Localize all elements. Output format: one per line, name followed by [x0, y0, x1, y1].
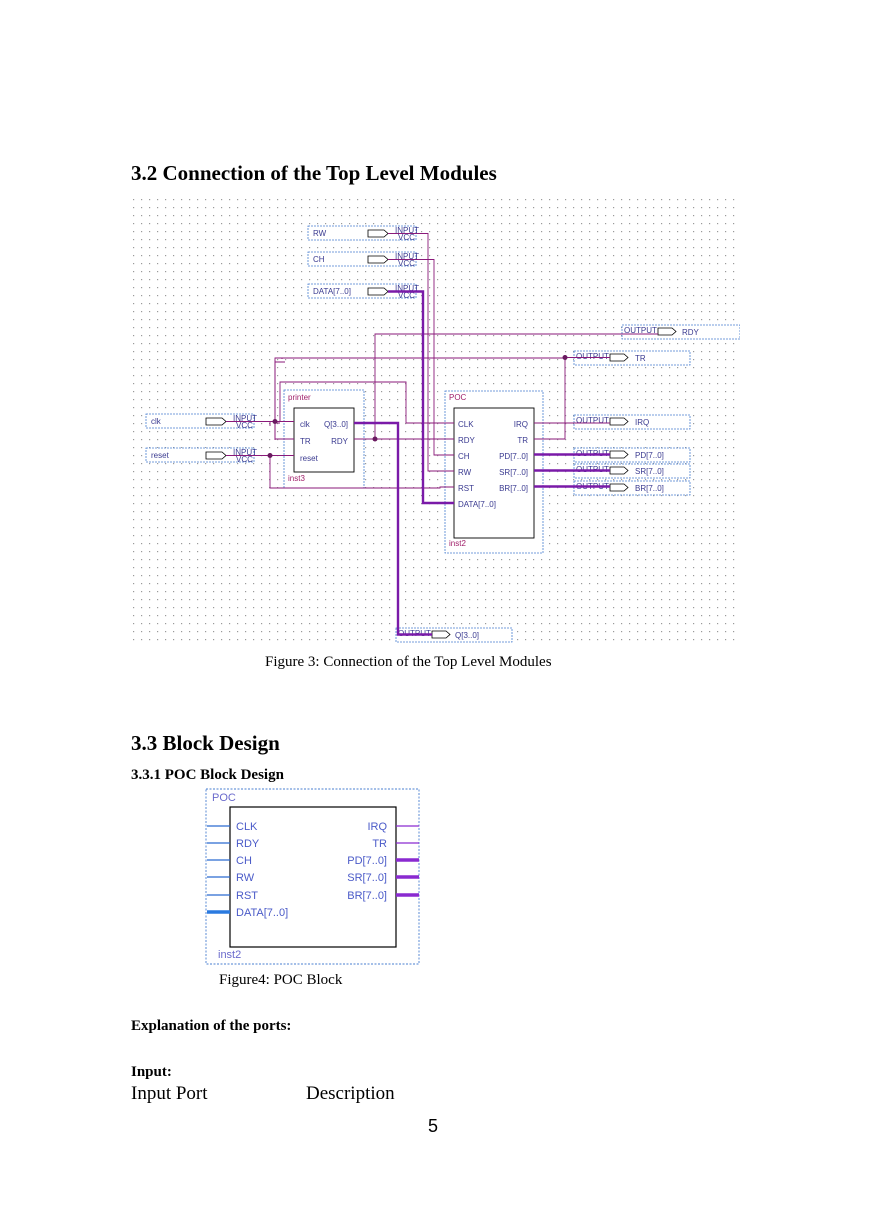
- input-pin-ch: CH INPUT VCC: [307, 251, 419, 268]
- schematic-junctions: [267, 355, 568, 458]
- svg-text:inst3: inst3: [288, 474, 305, 483]
- svg-text:INPUT: INPUT: [395, 252, 419, 261]
- output-pin-tr: OUTPUT TR: [573, 350, 691, 366]
- svg-text:RDY: RDY: [682, 328, 700, 337]
- svg-text:IRQ: IRQ: [635, 418, 649, 427]
- svg-text:BR[7..0]: BR[7..0]: [347, 890, 387, 902]
- explanation-heading: Explanation of the ports:: [131, 1018, 292, 1034]
- section-3-3-title: 3.3 Block Design: [131, 731, 280, 755]
- svg-text:CH: CH: [458, 452, 470, 461]
- poc-block-figure: POC CLK RDY CH RW RST DATA[7..0] IRQ TR …: [205, 788, 420, 965]
- svg-text:clk: clk: [300, 420, 311, 429]
- printer-block: printer clk TR reset Q[3..0] RDY inst3: [283, 389, 365, 489]
- svg-text:RST: RST: [458, 484, 474, 493]
- svg-text:VCC: VCC: [236, 421, 253, 430]
- svg-text:OUTPUT: OUTPUT: [624, 326, 657, 335]
- svg-text:SR[7..0]: SR[7..0]: [635, 467, 664, 476]
- figure-4-caption: Figure4: POC Block: [219, 972, 343, 988]
- svg-text:VCC: VCC: [398, 233, 415, 242]
- svg-text:TR: TR: [517, 436, 528, 445]
- svg-text:OUTPUT: OUTPUT: [576, 352, 609, 361]
- page-number: 5: [428, 1116, 439, 1136]
- svg-text:inst2: inst2: [449, 539, 466, 548]
- table-header-description: Description: [306, 1083, 395, 1104]
- svg-text:RDY: RDY: [458, 436, 476, 445]
- schematic-bus: [354, 290, 610, 636]
- svg-text:PD[7..0]: PD[7..0]: [347, 855, 387, 867]
- svg-text:CH: CH: [236, 855, 252, 867]
- svg-text:VCC: VCC: [236, 455, 253, 464]
- output-pin-br: OUTPUT BR[7..0]: [573, 480, 691, 496]
- svg-text:PD[7..0]: PD[7..0]: [499, 452, 528, 461]
- svg-text:RDY: RDY: [331, 437, 349, 446]
- svg-text:IRQ: IRQ: [367, 821, 387, 833]
- input-pin-rw: RW INPUT VCC: [307, 225, 419, 242]
- svg-text:inst2: inst2: [218, 949, 241, 961]
- output-pin-rdy: OUTPUT RDY: [621, 324, 740, 340]
- svg-text:reset: reset: [300, 454, 319, 463]
- svg-text:reset: reset: [151, 451, 170, 460]
- svg-text:printer: printer: [288, 393, 311, 402]
- section-3-3-1-title: 3.3.1 POC Block Design: [131, 767, 284, 783]
- svg-text:RW: RW: [313, 229, 327, 238]
- poc-block-schematic: POC CLK RDY CH RW RST DATA[7..0] IRQ TR …: [444, 390, 544, 554]
- svg-text:CLK: CLK: [458, 420, 474, 429]
- svg-text:VCC: VCC: [398, 259, 415, 268]
- svg-text:INPUT: INPUT: [395, 226, 419, 235]
- svg-text:BR[7..0]: BR[7..0]: [499, 484, 528, 493]
- svg-text:TR: TR: [372, 838, 387, 850]
- svg-text:DATA[7..0]: DATA[7..0]: [313, 287, 351, 296]
- svg-text:POC: POC: [449, 393, 467, 402]
- svg-text:DATA[7..0]: DATA[7..0]: [236, 907, 288, 919]
- svg-text:CLK: CLK: [236, 821, 258, 833]
- section-3-2-title: 3.2 Connection of the Top Level Modules: [131, 161, 497, 185]
- svg-text:RW: RW: [236, 872, 255, 884]
- svg-text:RST: RST: [236, 890, 258, 902]
- svg-text:DATA[7..0]: DATA[7..0]: [458, 500, 496, 509]
- svg-text:POC: POC: [212, 792, 236, 804]
- svg-text:OUTPUT: OUTPUT: [576, 416, 609, 425]
- svg-text:Q[3..0]: Q[3..0]: [324, 420, 348, 429]
- svg-text:SR[7..0]: SR[7..0]: [499, 468, 528, 477]
- svg-text:SR[7..0]: SR[7..0]: [347, 872, 387, 884]
- svg-text:INPUT: INPUT: [233, 448, 257, 457]
- input-pin-reset: reset INPUT VCC: [145, 447, 257, 464]
- svg-text:INPUT: INPUT: [395, 284, 419, 293]
- svg-text:BR[7..0]: BR[7..0]: [635, 484, 664, 493]
- input-pin-data: DATA[7..0] INPUT VCC: [307, 283, 419, 300]
- svg-text:RW: RW: [458, 468, 472, 477]
- figure-3-caption: Figure 3: Connection of the Top Level Mo…: [265, 654, 552, 670]
- table-header-input-port: Input Port: [131, 1083, 208, 1104]
- svg-text:IRQ: IRQ: [514, 420, 528, 429]
- input-heading: Input:: [131, 1064, 172, 1080]
- output-pin-irq: OUTPUT IRQ: [573, 414, 691, 430]
- svg-text:PD[7..0]: PD[7..0]: [635, 451, 664, 460]
- input-pin-clk: clk INPUT VCC: [145, 413, 257, 430]
- svg-text:TR: TR: [300, 437, 311, 446]
- svg-text:RDY: RDY: [236, 838, 260, 850]
- svg-text:TR: TR: [635, 354, 646, 363]
- svg-text:Q[3..0]: Q[3..0]: [455, 631, 479, 640]
- svg-text:clk: clk: [151, 417, 162, 426]
- svg-text:CH: CH: [313, 255, 325, 264]
- svg-text:INPUT: INPUT: [233, 414, 257, 423]
- svg-text:VCC: VCC: [398, 291, 415, 300]
- top-level-schematic: RW INPUT VCC CH INPUT VCC DATA[7..0] INP…: [130, 196, 740, 644]
